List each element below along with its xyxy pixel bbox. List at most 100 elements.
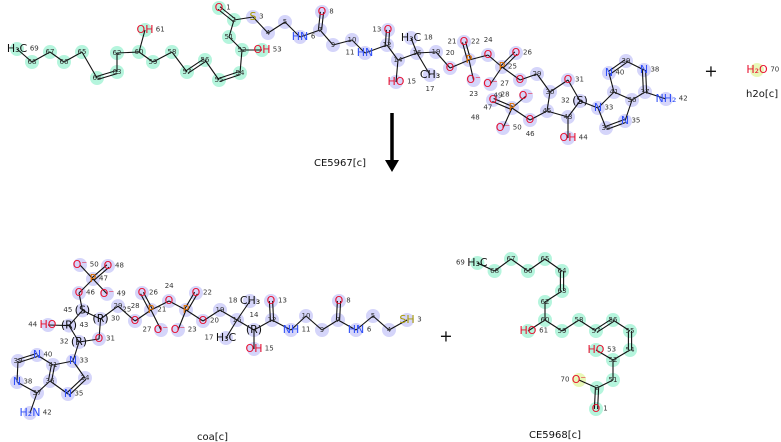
atom-symbol: O	[489, 93, 498, 106]
atom-number: 1	[226, 4, 230, 12]
atom-number: 62	[541, 298, 550, 306]
atom-number: 18	[424, 34, 433, 42]
atom-symbol: O	[199, 314, 208, 327]
atom-number: 61	[156, 26, 165, 34]
atom-number: 33	[79, 357, 88, 365]
single-bond	[68, 325, 80, 343]
atom-coa-12: 12	[268, 316, 277, 324]
atom-coa-14: (R)14	[246, 311, 262, 336]
atom-ce5967-9: 9	[331, 41, 335, 49]
single-bond	[36, 354, 54, 366]
atom-number: 53	[273, 46, 282, 54]
atom-ce5967-64: 64	[93, 74, 102, 82]
atom-number: 68	[490, 267, 499, 275]
atom-number: 40	[43, 351, 52, 359]
atom-number: 68	[28, 58, 37, 66]
atom-symbol: SH	[399, 313, 414, 326]
atom-ce5967-12: 12	[383, 41, 392, 49]
single-bond	[81, 51, 98, 79]
atom-symbol: P	[183, 303, 190, 316]
single-bond	[416, 51, 437, 54]
atom-number: 5	[283, 18, 287, 26]
atom-ce5967-49: O⁻49	[494, 89, 534, 102]
atom-ce5967-52: 52	[238, 46, 247, 54]
atom-number: 43	[79, 321, 88, 329]
atom-highlights	[10, 1, 764, 420]
bonds	[16, 6, 667, 414]
atom-number: 47	[99, 275, 108, 283]
atom-symbol: H₃C	[7, 42, 28, 55]
double-bond	[641, 70, 644, 93]
atom-ce5967-4: 4	[266, 29, 271, 37]
atom-number: 52	[609, 356, 618, 364]
double-bond	[219, 6, 236, 20]
atom-number: 1	[603, 405, 607, 413]
atom-number: 51	[609, 376, 618, 384]
single-bond	[386, 44, 399, 61]
single-bond	[449, 59, 470, 69]
atom-number: 51	[225, 33, 234, 41]
single-bond	[597, 91, 615, 109]
atom-number: 19	[432, 48, 441, 56]
atom-number: 4	[266, 29, 271, 37]
atom-ce5968-67: 67	[507, 255, 516, 263]
atom-coa-43: (R)43	[61, 319, 88, 332]
atom-coa-36: 36	[46, 377, 55, 385]
double-bond	[185, 58, 205, 72]
single-bond	[78, 278, 94, 294]
single-bond	[624, 99, 633, 122]
single-bond	[578, 379, 598, 389]
single-bond	[228, 36, 243, 51]
atom-ce5968-2: 2	[595, 384, 599, 392]
atom-symbol: HO	[40, 318, 57, 331]
double-bond	[339, 301, 342, 321]
atom-coa-21: P21	[157, 303, 189, 316]
atom-number: 20	[210, 317, 219, 325]
atom-coa-19: 19	[216, 306, 225, 314]
single-bond	[544, 290, 563, 303]
atom-symbol: O	[526, 113, 535, 126]
atom-symbol: (R)	[71, 335, 87, 348]
single-bond	[355, 315, 374, 331]
atom-symbol: O	[104, 259, 113, 272]
atom-symbol: O	[165, 294, 174, 307]
single-bond	[204, 59, 220, 81]
atom-ce5967-51: 51	[225, 33, 234, 41]
atom-symbol: (S)	[572, 94, 588, 107]
atom-ce5967-23: O⁻23	[466, 73, 481, 98]
single-bond	[31, 51, 51, 63]
single-bond	[567, 100, 581, 118]
double-bond	[217, 8, 234, 22]
atom-symbol: N	[64, 387, 72, 400]
atom-symbol: O⁻	[519, 89, 534, 102]
atom-symbol: O	[131, 314, 140, 327]
atom-number: 54	[236, 69, 245, 77]
atom-symbol: HN	[292, 30, 309, 43]
atom-number: 65	[78, 48, 87, 56]
atom-number: 62	[113, 49, 122, 57]
atom-ce5967-37: 37	[641, 88, 650, 96]
double-bond	[335, 300, 338, 320]
atom-ce5967-68: 68	[28, 58, 37, 66]
single-bond	[63, 51, 83, 63]
double-bond	[93, 266, 110, 281]
double-bond	[97, 73, 118, 81]
atom-coa-10: 10	[302, 312, 311, 320]
atom-ce5967-19: 19	[432, 48, 441, 56]
single-bond	[16, 360, 19, 383]
atom-number: 14	[250, 311, 259, 319]
atom-symbol: H₂N	[20, 406, 41, 419]
arrow-head-icon	[385, 160, 399, 172]
atom-symbol: N	[13, 375, 21, 388]
